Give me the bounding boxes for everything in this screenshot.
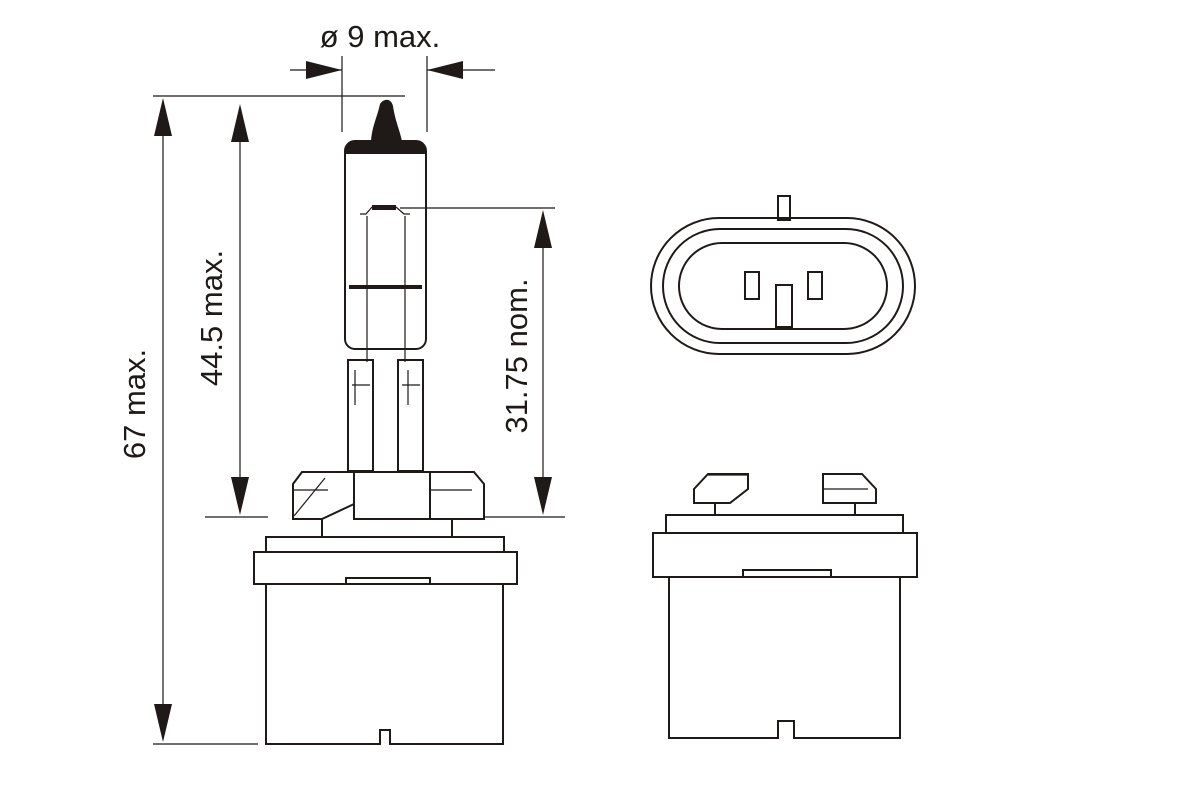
- terminal-center: [775, 284, 793, 328]
- arrowhead-right: [306, 61, 342, 79]
- front-view-connector: [650, 195, 916, 355]
- key-tab: [777, 195, 791, 221]
- terminal-left: [744, 271, 760, 300]
- arrowhead-up: [231, 104, 249, 142]
- filament-position-label: 31.75 nom.: [499, 278, 534, 433]
- neck-center: [353, 471, 431, 520]
- rear-lug-left: [693, 473, 749, 504]
- filament-position-dimension: 31.75 nom.: [400, 207, 565, 518]
- glass-tip: [371, 99, 402, 141]
- lug-left-diagonal: [293, 477, 326, 517]
- bulb-length-label: 44.5 max.: [194, 250, 229, 386]
- rear-socket-body: [668, 576, 901, 739]
- diameter-dimension: ø 9 max.: [290, 19, 495, 132]
- connector-middle-shell: [662, 228, 904, 344]
- arrowhead-left: [427, 61, 463, 79]
- flange-top: [265, 536, 505, 553]
- filament: [372, 205, 396, 210]
- rear-lug-right: [822, 473, 877, 504]
- rear-flange-base: [652, 532, 918, 578]
- overall-length-label: 67 max.: [117, 349, 152, 459]
- overall-length-dimension: 67 max.: [117, 95, 405, 745]
- arrowhead-up: [154, 98, 172, 136]
- pin-right: [397, 359, 424, 472]
- filament-lead-right-top: [395, 206, 410, 215]
- glass-envelope: [344, 140, 427, 350]
- pin-left: [347, 359, 374, 472]
- rear-lug-left-diagonal: [729, 488, 749, 504]
- rear-flange-top: [665, 514, 904, 534]
- arrowhead-down: [534, 477, 552, 515]
- glass-cap: [345, 141, 426, 154]
- side-view-bulb: [253, 99, 518, 745]
- diameter-label: ø 9 max.: [320, 19, 441, 54]
- connector-outer-shell: [650, 217, 916, 355]
- bulb-length-dimension: 44.5 max.: [194, 104, 268, 518]
- connector-inner-cavity: [678, 242, 888, 330]
- terminal-right: [807, 271, 823, 300]
- arrowhead-up: [534, 210, 552, 248]
- arrowhead-down: [154, 704, 172, 742]
- flange-base: [253, 551, 518, 585]
- retaining-lug-right: [429, 471, 485, 520]
- arrowhead-down: [231, 477, 249, 515]
- rear-view-base: [652, 473, 918, 739]
- socket-body: [265, 583, 504, 745]
- filament-lead-left-top: [360, 206, 373, 215]
